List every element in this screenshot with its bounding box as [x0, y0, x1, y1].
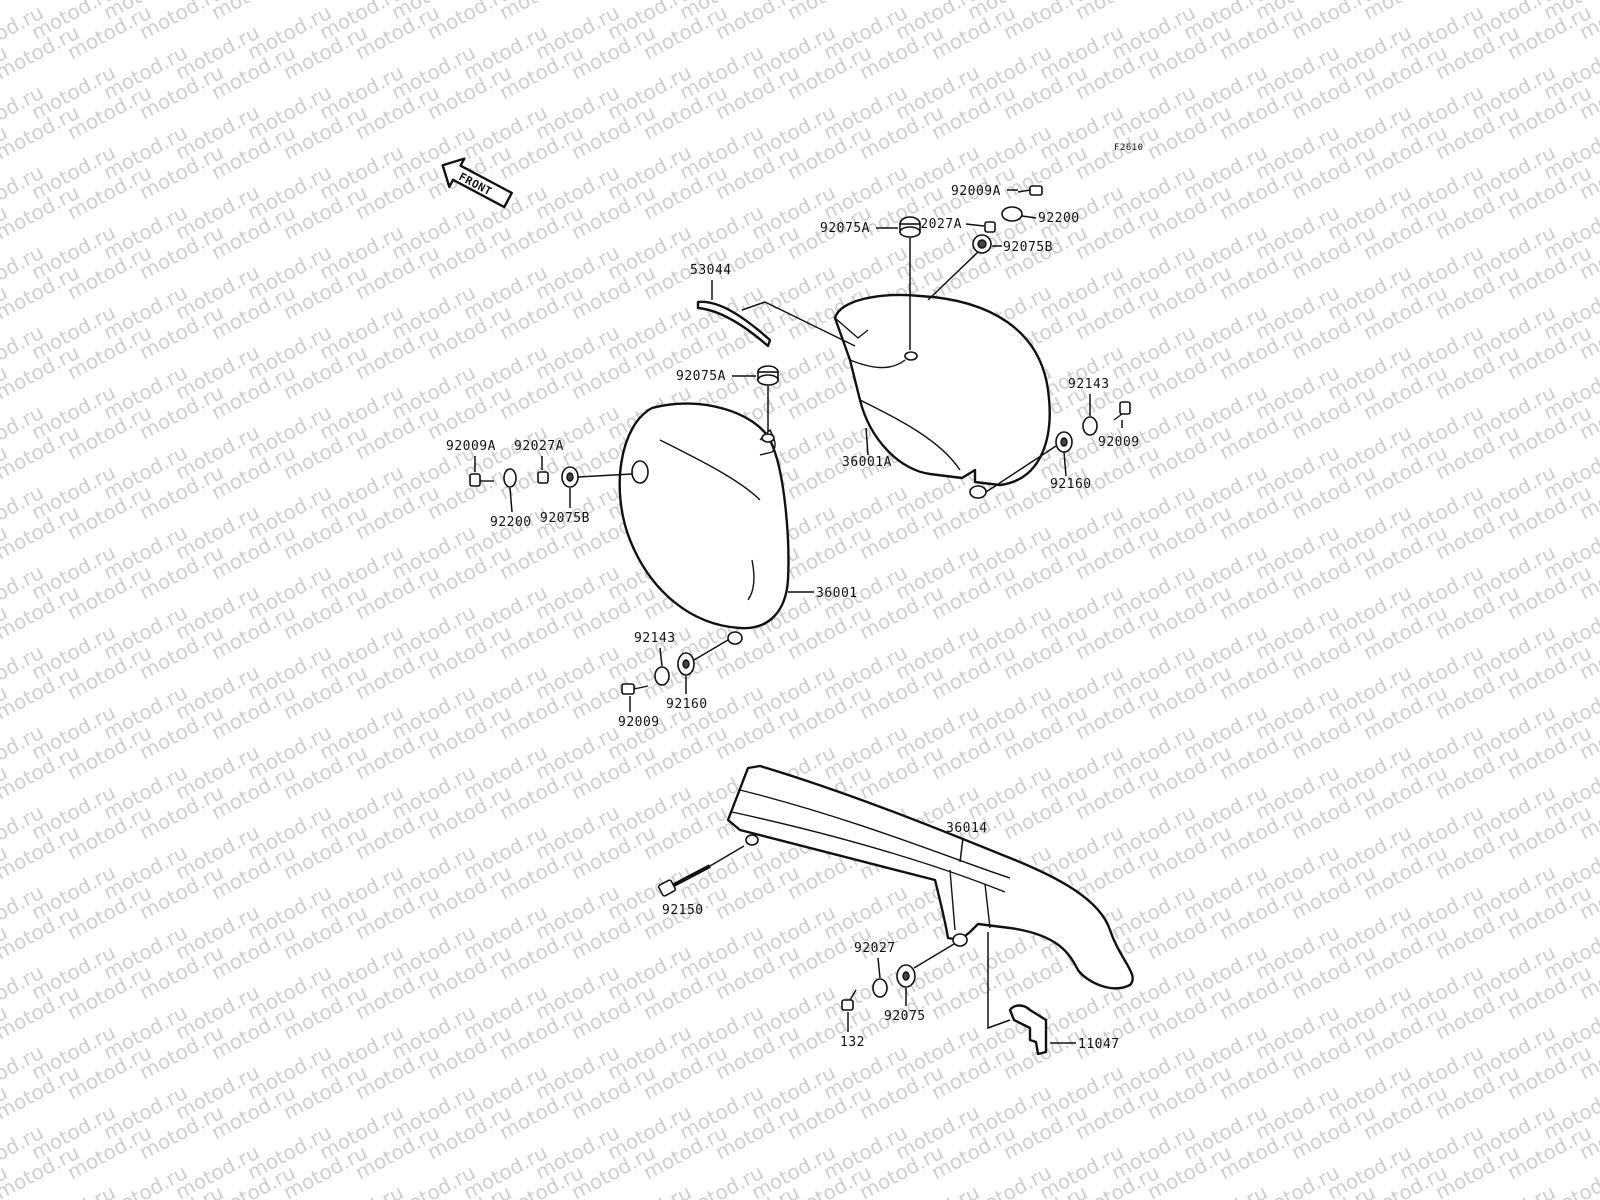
washer-92200-right-icon — [1001, 206, 1023, 222]
label-92143-left: 92143 — [634, 631, 676, 646]
label-92200-left: 92200 — [490, 515, 532, 530]
grommet-92075A-right-icon — [899, 216, 921, 238]
label-92027A-left: 92027A — [514, 439, 564, 454]
collar-92143-left-icon — [654, 666, 670, 686]
bolt-132-icon — [841, 989, 857, 1011]
label-92143-right: 92143 — [1068, 377, 1110, 392]
bolt-92009-left-icon — [621, 683, 649, 695]
label-92075B-right: 92075B — [1003, 240, 1053, 255]
grommet-92160-left-icon — [677, 652, 695, 676]
grommet-92075B-right-icon — [972, 234, 992, 254]
grommet-92075A-left-icon — [757, 365, 779, 386]
chain-cover-36014 — [726, 764, 1134, 990]
bolt-92009A-right-icon — [1017, 185, 1043, 196]
label-92027A-right: 92027A — [912, 217, 962, 232]
label-92075B-left: 92075B — [540, 511, 590, 526]
grommet-92075B-left-icon — [561, 466, 579, 488]
figure-id: F2610 — [1114, 143, 1144, 153]
label-53044: 53044 — [690, 263, 732, 278]
label-92075A-left: 92075A — [676, 369, 726, 384]
label-36014: 36014 — [946, 821, 988, 836]
bolt-92150-icon — [657, 864, 711, 897]
label-36001A: 36001A — [842, 455, 892, 470]
watermark-text: motod.ru — [0, 1160, 11, 1200]
collar-92027A-left-icon — [537, 471, 549, 484]
label-92200-right: 92200 — [1038, 211, 1080, 226]
label-36001: 36001 — [816, 586, 858, 601]
collar-92027A-right-icon — [984, 221, 996, 233]
grommet-92160-right-icon — [1055, 431, 1073, 453]
label-92160-right: 92160 — [1050, 477, 1092, 492]
label-92075: 92075 — [884, 1009, 926, 1024]
bolt-92009A-left-icon — [469, 473, 494, 487]
label-11047: 11047 — [1078, 1037, 1120, 1052]
grommet-92075-icon — [896, 964, 916, 988]
label-92160-left: 92160 — [666, 697, 708, 712]
label-92150: 92150 — [662, 903, 704, 918]
label-92075A-right: 92075A — [820, 221, 870, 236]
collar-92143-right-icon — [1082, 416, 1098, 436]
label-92009-left: 92009 — [618, 715, 660, 730]
label-92009A-right: 92009A — [951, 184, 1001, 199]
side-cover-left-36001 — [618, 402, 790, 645]
bracket-11047-icon — [1008, 1004, 1048, 1056]
label-132: 132 — [840, 1035, 865, 1050]
strip-53044 — [696, 300, 772, 348]
label-92009A-left: 92009A — [446, 439, 496, 454]
bolt-92009-right-icon — [1113, 401, 1131, 421]
collar-92027-icon — [872, 978, 888, 998]
label-92009-right: 92009 — [1098, 435, 1140, 450]
washer-92200-left-icon — [503, 468, 517, 488]
label-92027: 92027 — [854, 941, 896, 956]
